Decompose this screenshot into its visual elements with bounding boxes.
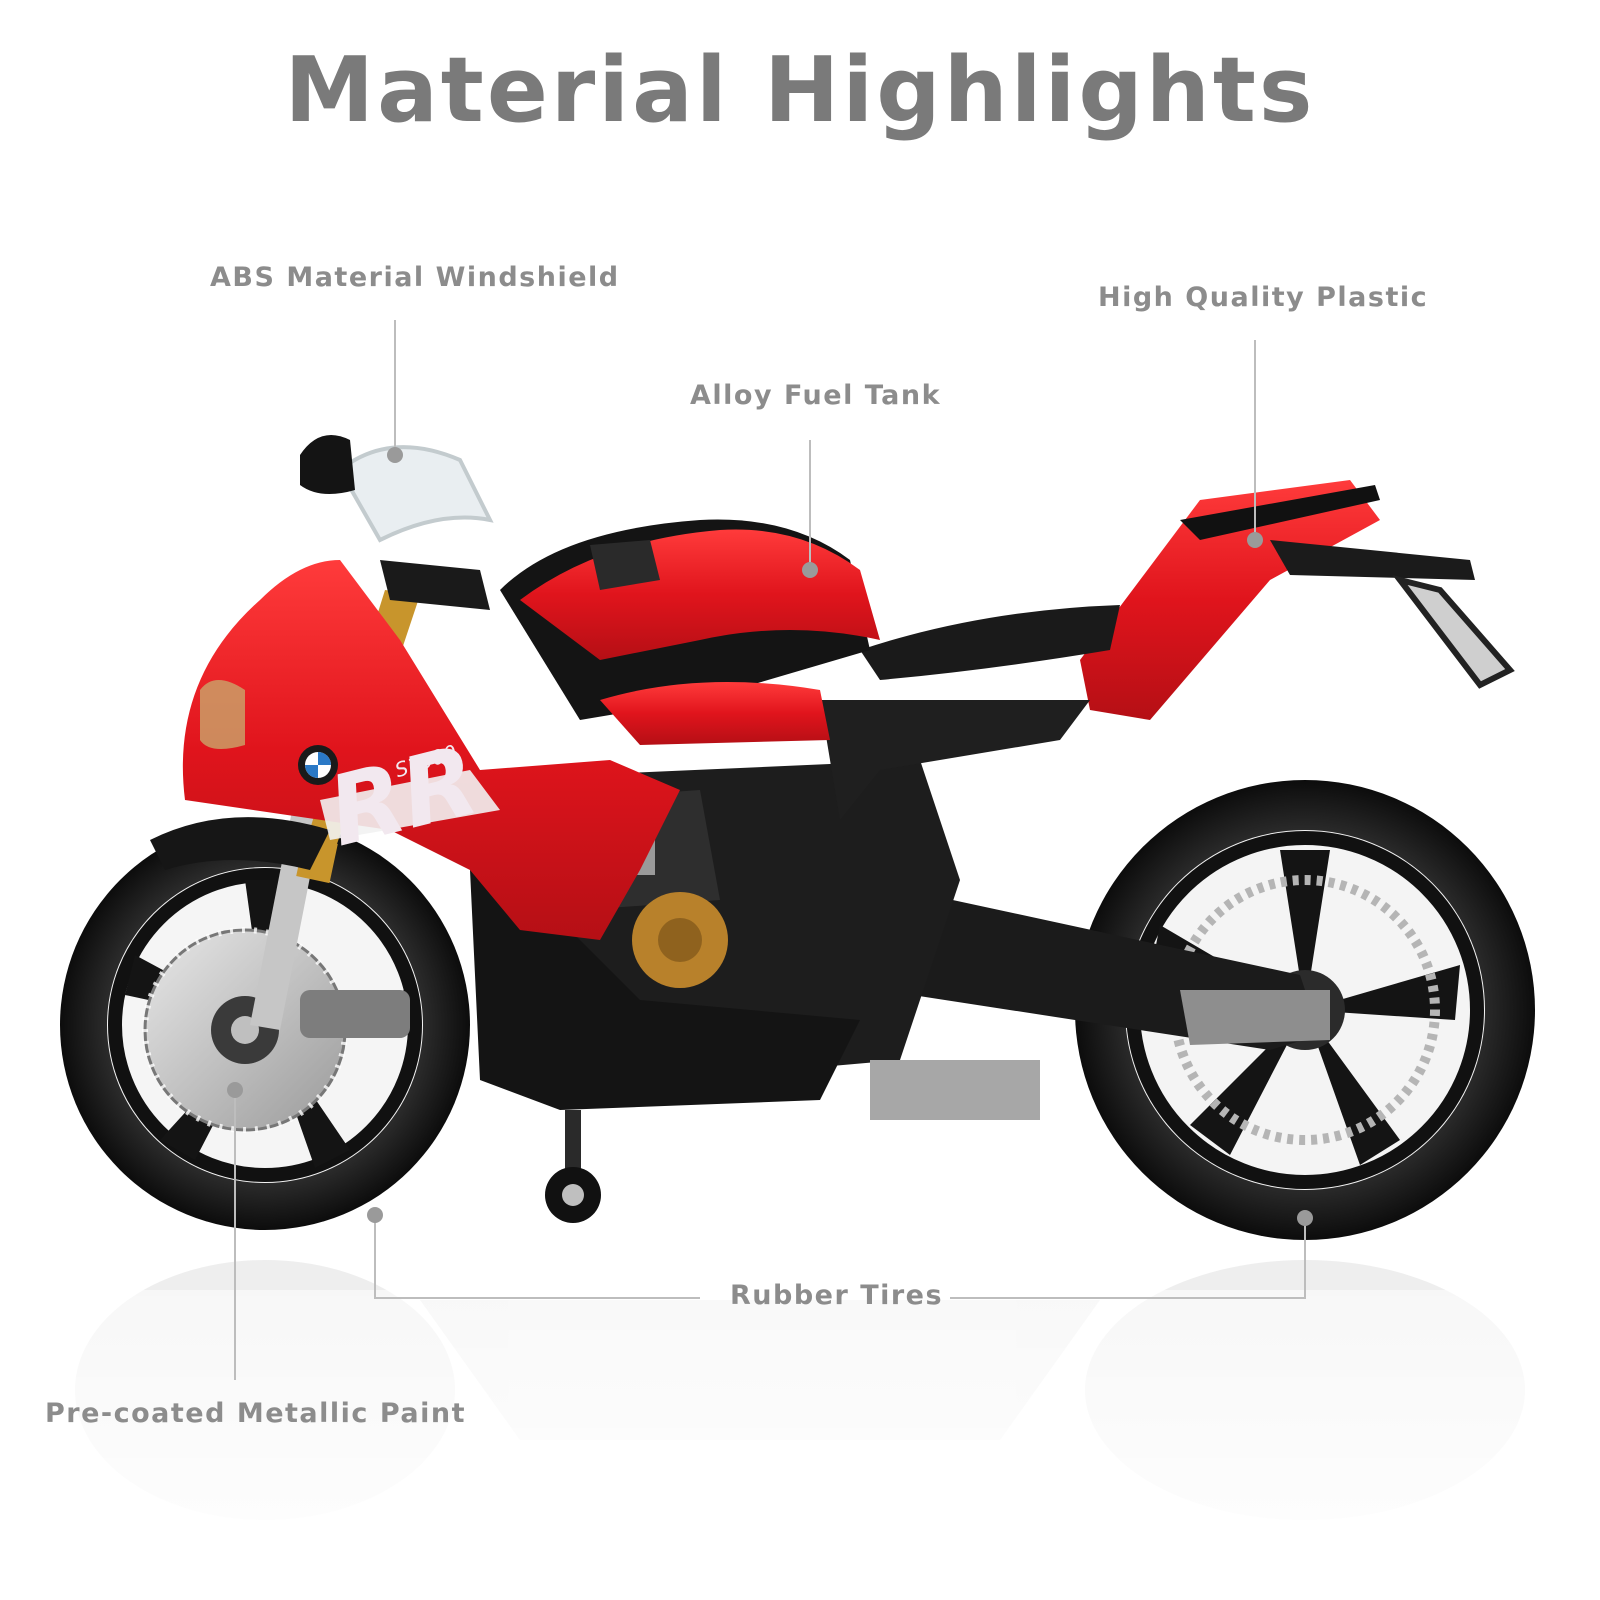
windshield bbox=[337, 445, 494, 543]
license-plate-holder bbox=[1392, 575, 1515, 689]
callout-windshield: ABS Material Windshield bbox=[210, 262, 620, 293]
page-title: Material Highlights bbox=[284, 38, 1316, 143]
callout-fuel-tank: Alloy Fuel Tank bbox=[690, 380, 942, 411]
callout-plastic: High Quality Plastic bbox=[1098, 282, 1429, 313]
callout-paint: Pre-coated Metallic Paint bbox=[45, 1398, 466, 1429]
fuel-tank bbox=[500, 519, 880, 745]
seat bbox=[860, 605, 1120, 680]
callout-lines bbox=[234, 320, 1306, 1380]
stand-wheel bbox=[545, 1110, 601, 1223]
handlebar bbox=[380, 560, 490, 610]
main-fairing bbox=[182, 560, 680, 940]
callout-dots bbox=[227, 447, 1313, 1226]
tail-section bbox=[1080, 480, 1380, 720]
mirror bbox=[300, 435, 355, 494]
callout-tires: Rubber Tires bbox=[730, 1280, 944, 1311]
frame bbox=[820, 700, 1090, 820]
front-fender bbox=[150, 817, 330, 870]
